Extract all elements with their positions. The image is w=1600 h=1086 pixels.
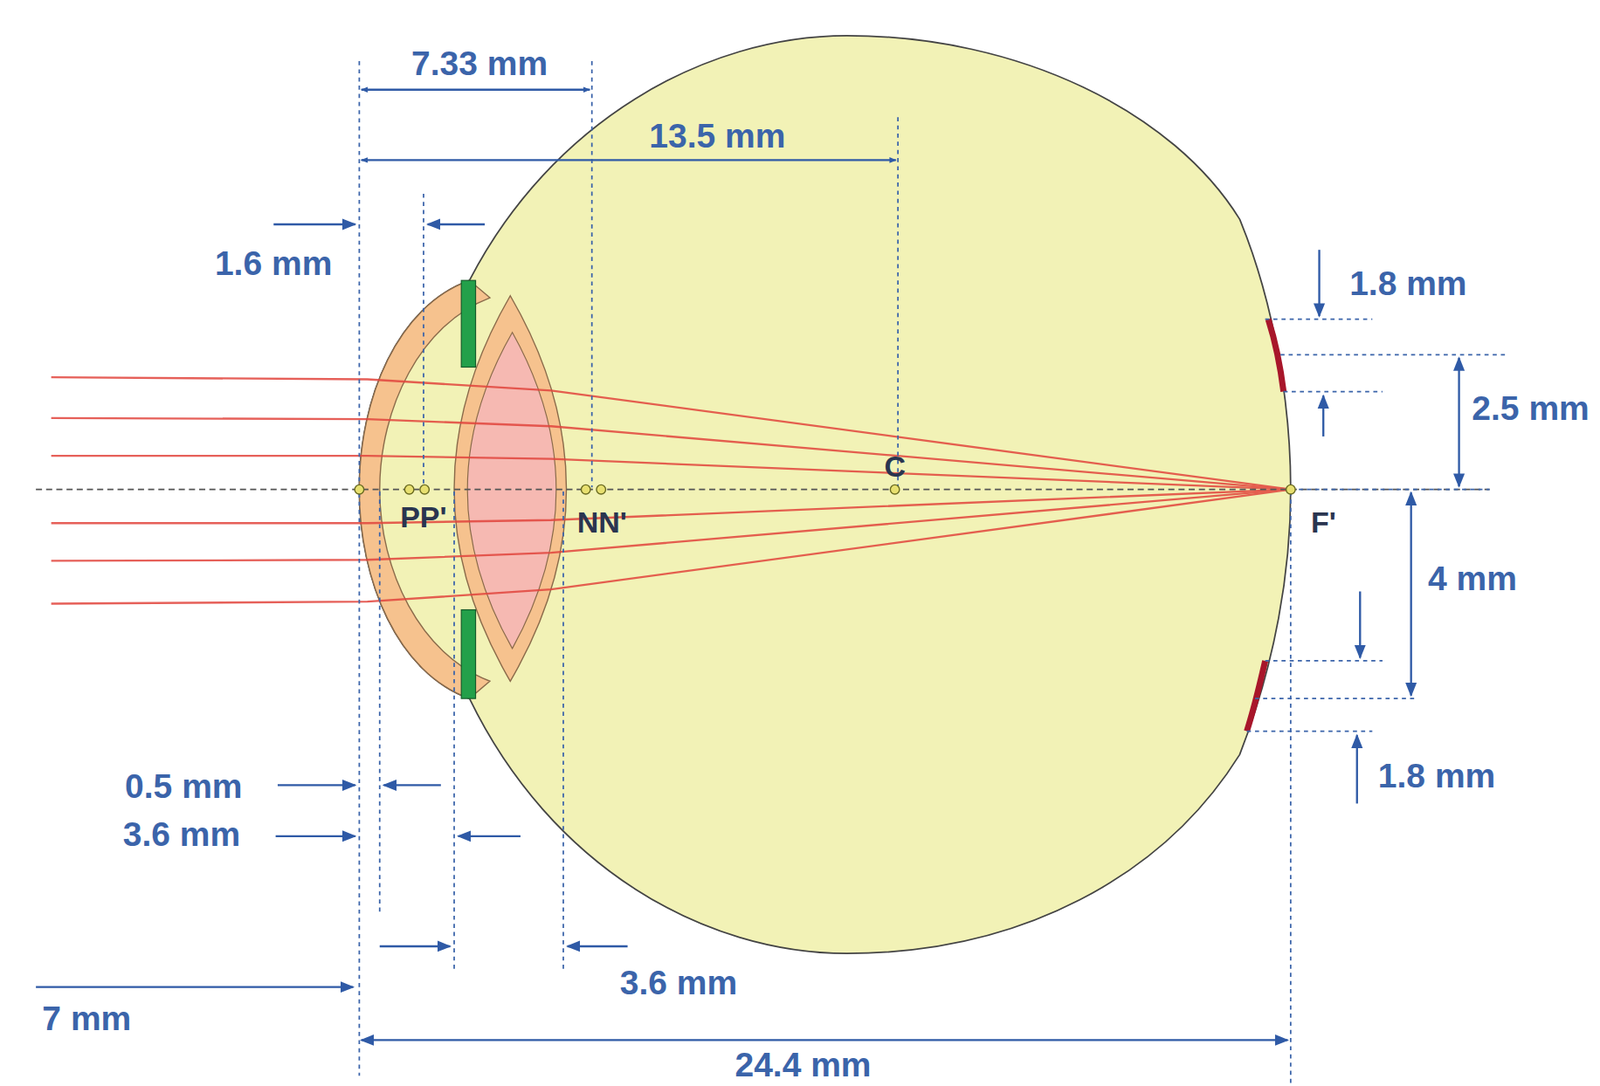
dimension-label: 1.8 mm [1378,758,1496,793]
point-label: F' [1310,507,1337,538]
dimension-label: 3.6 mm [123,816,241,851]
dimension-label: 0.5 mm [124,768,242,803]
dimension-label: 2.5 mm [1471,391,1589,426]
dimension-label: 3.6 mm [620,965,738,1000]
dimension-label: 4 mm [1427,561,1518,596]
point-label: PP' [400,502,447,532]
dimension-label: 7 mm [41,1001,132,1036]
point-label: C [883,451,906,482]
dimension-label: 24.4 mm [734,1047,871,1082]
dimension-label: 13.5 mm [648,118,786,153]
dimension-label: 1.6 mm [214,246,332,281]
dimension-label: 1.8 mm [1349,265,1467,300]
dimension-label: 7.33 mm [411,46,548,81]
point-label: NN' [577,507,628,538]
